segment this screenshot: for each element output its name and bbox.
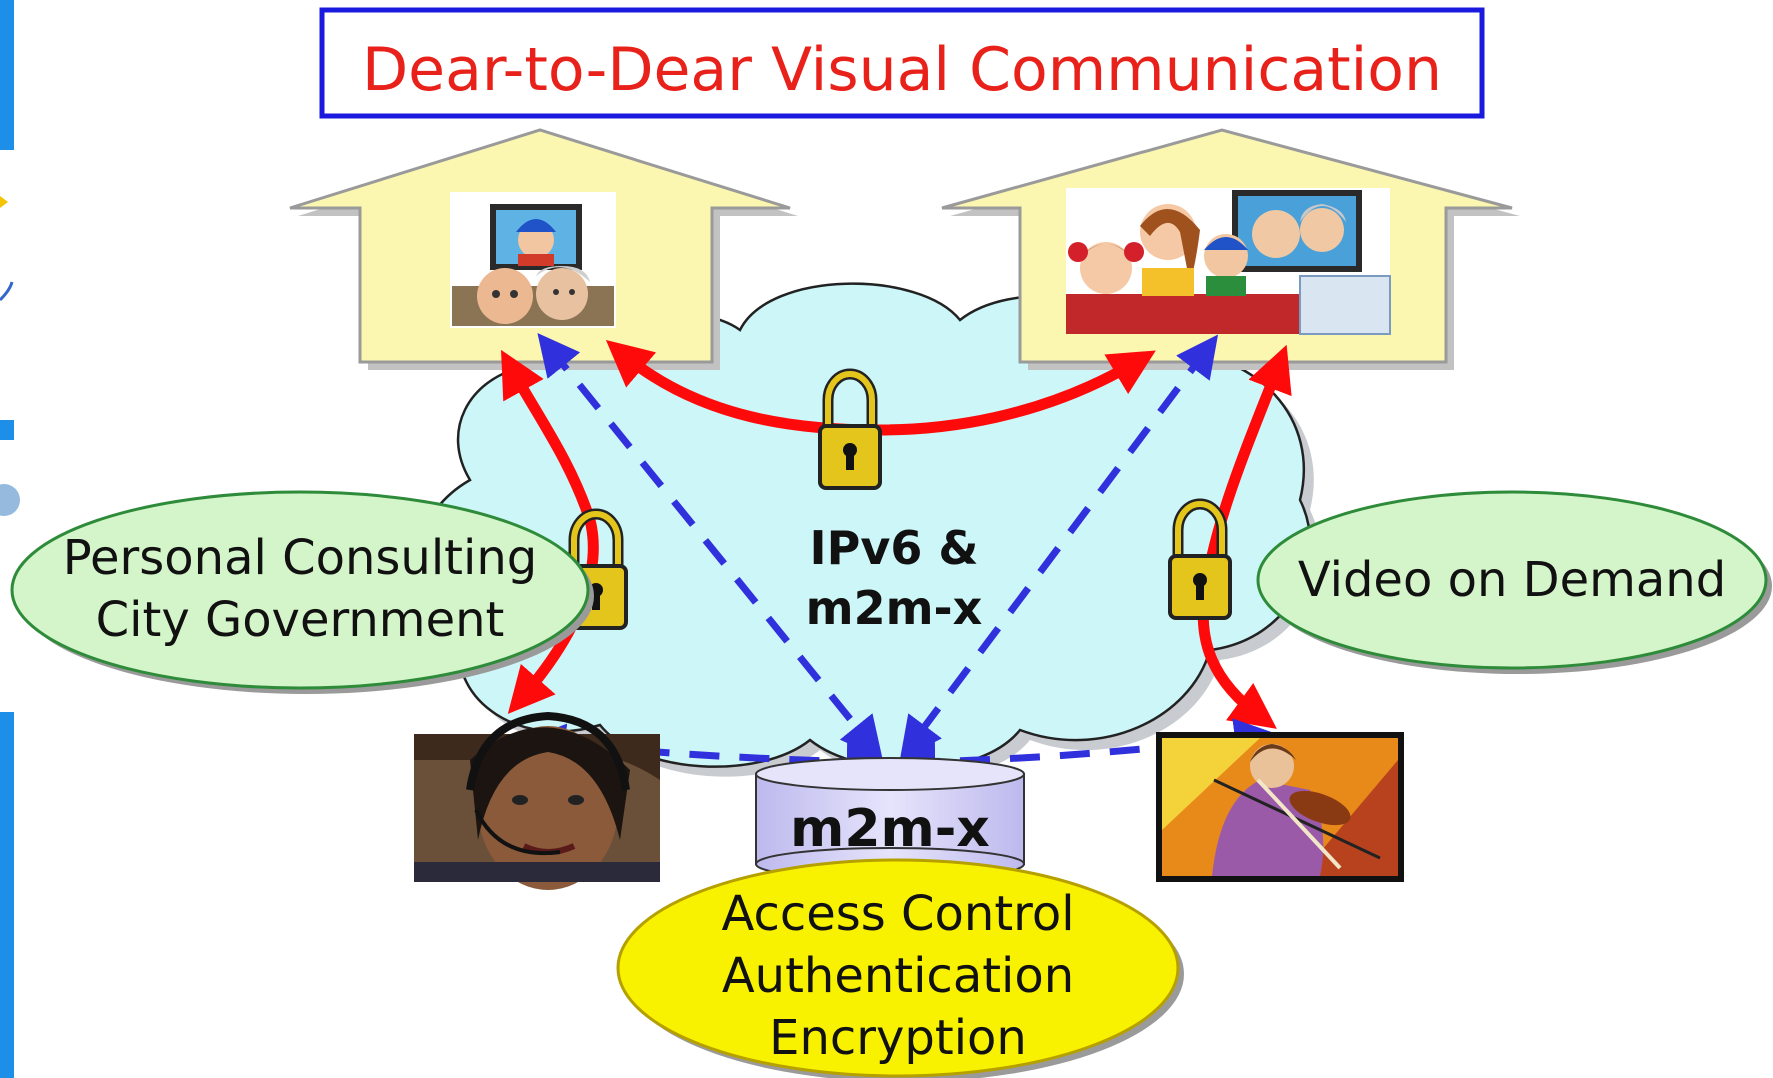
- authentication-label: Authentication: [722, 948, 1074, 1004]
- video-call-elderly-icon: [450, 192, 616, 328]
- security-functions-node: Access Control Authentication Encryption: [616, 858, 1184, 1078]
- headset-person-icon: [414, 711, 660, 890]
- video-on-demand-label: Video on Demand: [1298, 552, 1726, 608]
- padlock-icon: [1168, 498, 1232, 620]
- control-arrow-right-house: [899, 334, 1219, 760]
- padlock-icon: [818, 368, 882, 490]
- violinist-icon: [1156, 732, 1404, 882]
- control-arrow-left-house: [537, 332, 883, 760]
- encryption-label: Encryption: [769, 1010, 1027, 1066]
- control-arrow-headset: [523, 723, 889, 783]
- access-control-label: Access Control: [721, 886, 1074, 942]
- diagram-title: Dear-to-Dear Visual Communication: [362, 35, 1442, 105]
- video-call-family-icon: [1066, 188, 1391, 335]
- slide-edge-decoration: [0, 0, 20, 1078]
- server-label: m2m-x: [790, 799, 990, 859]
- personal-consulting-node: Personal Consulting City Government: [10, 490, 594, 694]
- personal-consulting-label: Personal Consulting: [63, 530, 537, 586]
- video-on-demand-node: Video on Demand: [1256, 490, 1772, 674]
- city-government-label: City Government: [96, 592, 505, 648]
- network-label-line2: m2m-x: [806, 581, 983, 635]
- network-label-line1: IPv6 &: [810, 521, 979, 575]
- title-box: Dear-to-Dear Visual Communication: [319, 7, 1485, 119]
